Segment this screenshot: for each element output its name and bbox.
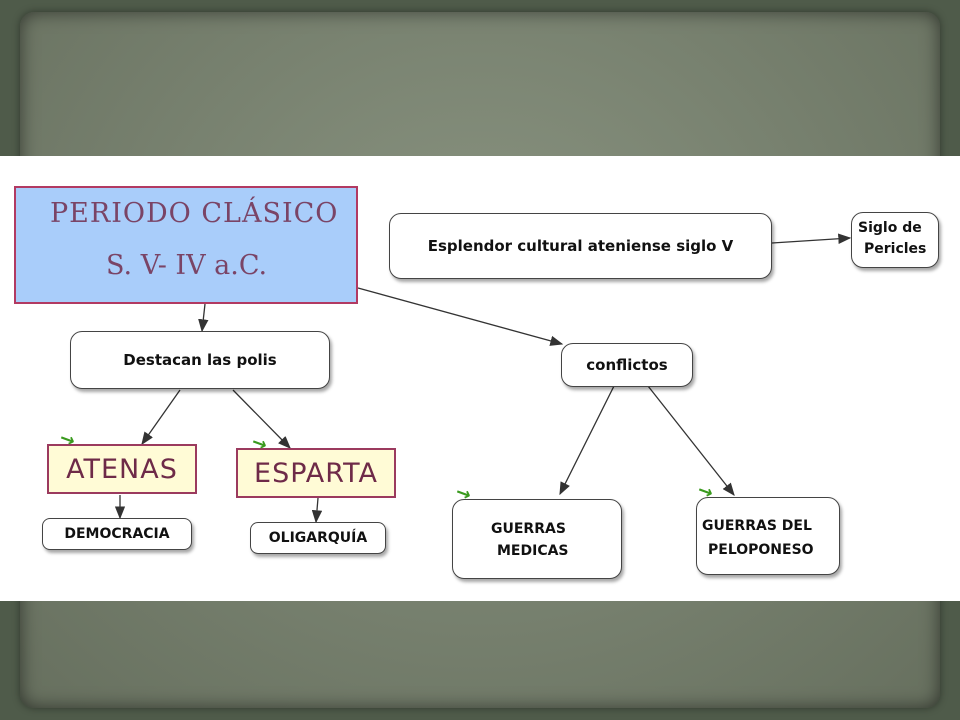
node-guerras-peloponeso: GUERRAS DEL PELOPONESO <box>696 497 840 575</box>
node-guerras-medicas: GUERRAS MEDICAS <box>452 499 622 579</box>
title-line-2: S. V- IV a.C. <box>106 250 268 281</box>
node-conflictos: conflictos <box>561 343 693 387</box>
node-medicas-line-1: GUERRAS <box>491 521 566 537</box>
node-peloponeso-line-1: GUERRAS DEL <box>702 518 812 534</box>
title-line-1: PERIODO CLÁSICO <box>50 198 339 229</box>
node-peloponeso-line-2: PELOPONESO <box>708 542 814 558</box>
node-pericles: Siglo de Pericles <box>851 212 939 268</box>
node-democracia: DEMOCRACIA <box>42 518 192 550</box>
node-esparta: ESPARTA <box>236 448 396 498</box>
node-esplendor: Esplendor cultural ateniense siglo V <box>389 213 772 279</box>
node-pericles-line-1: Siglo de <box>858 220 922 236</box>
title-box: PERIODO CLÁSICO S. V- IV a.C. <box>14 186 358 304</box>
node-pericles-line-2: Pericles <box>864 241 927 257</box>
node-medicas-line-2: MEDICAS <box>497 543 569 559</box>
node-polis: Destacan las polis <box>70 331 330 389</box>
node-oligarquia: OLIGARQUÍA <box>250 522 386 554</box>
node-atenas: ATENAS <box>47 444 197 494</box>
